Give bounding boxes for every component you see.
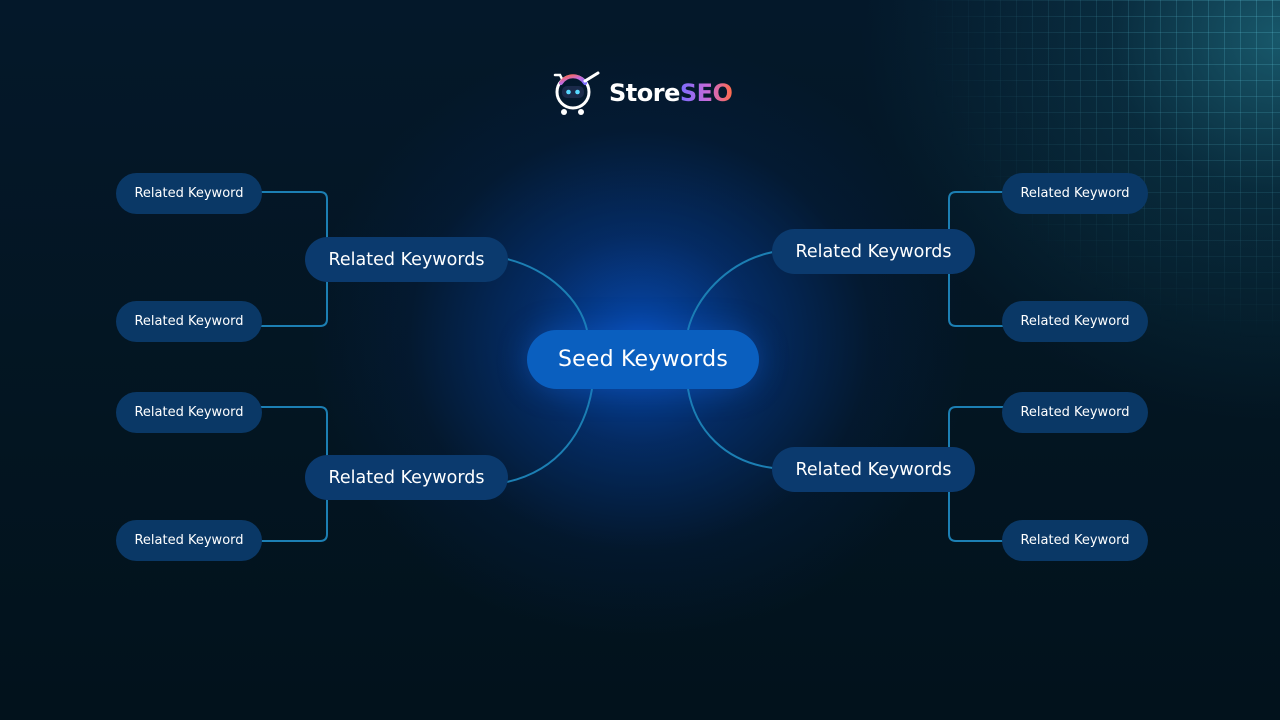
leaf-node: Related Keyword: [1002, 520, 1148, 561]
branch-node-bottom-right: Related Keywords: [772, 447, 975, 492]
branch-node-top-left: Related Keywords: [305, 237, 508, 282]
brand-name: StoreSEO: [609, 79, 733, 107]
link-seed-top-right: [687, 251, 774, 331]
robot-shopping-cart-icon: [551, 69, 603, 117]
link-seed-bottom-left: [506, 388, 593, 483]
branch-node-bottom-left: Related Keywords: [305, 455, 508, 500]
leaf-node: Related Keyword: [116, 301, 262, 342]
seed-keywords-node: Seed Keywords: [527, 330, 759, 389]
branch-node-top-right: Related Keywords: [772, 229, 975, 274]
link-seed-bottom-right: [687, 388, 774, 469]
brand-name-seo: SEO: [679, 79, 733, 107]
brand-name-store: Store: [609, 79, 680, 107]
storeseo-logo: StoreSEO: [551, 69, 733, 117]
link-seed-top-left: [506, 258, 588, 331]
leaf-node: Related Keyword: [1002, 301, 1148, 342]
leaf-node: Related Keyword: [116, 173, 262, 214]
leaf-node: Related Keyword: [1002, 392, 1148, 433]
leaf-node: Related Keyword: [1002, 173, 1148, 214]
leaf-node: Related Keyword: [116, 520, 262, 561]
leaf-node: Related Keyword: [116, 392, 262, 433]
